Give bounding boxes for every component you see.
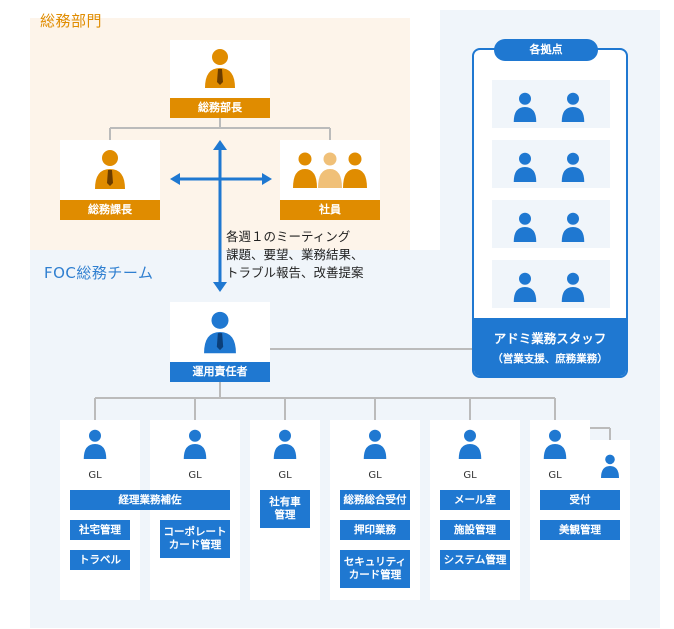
task-tag: コーポレート カード管理 bbox=[160, 520, 230, 558]
task-tag: 社有車 管理 bbox=[260, 490, 310, 528]
task-tag: 美観管理 bbox=[540, 520, 620, 540]
person-icon bbox=[513, 212, 537, 242]
soumu-title: 総務部門 bbox=[40, 12, 103, 30]
task-tag: 総務総合受付 bbox=[340, 490, 410, 510]
person-icon bbox=[363, 429, 387, 459]
admin-footer: アドミ業務スタッフ （営業支援、庶務業務） bbox=[474, 318, 626, 376]
person-icon bbox=[513, 272, 537, 302]
task-tag: セキュリティ カード管理 bbox=[340, 550, 410, 588]
soumu-head-card: 総務部長 bbox=[170, 40, 270, 118]
gl-label: GL bbox=[188, 470, 202, 481]
admin-staff-cell bbox=[492, 200, 610, 248]
person-icon bbox=[513, 92, 537, 122]
task-tag: トラベル bbox=[70, 550, 130, 570]
person-icon bbox=[183, 429, 207, 459]
foc-lead-card: 運用責任者 bbox=[170, 302, 270, 382]
task-tag: メール室 bbox=[440, 490, 510, 510]
gl-label: GL bbox=[368, 470, 382, 481]
soumu-staff-label: 社員 bbox=[280, 200, 380, 220]
group-icon bbox=[293, 152, 367, 188]
meeting-note-line: 各週１のミーティング bbox=[226, 229, 351, 244]
meeting-note: 各週１のミーティング 課題、要望、業務結果、 トラブル報告、改善提案 bbox=[226, 228, 364, 282]
person-icon bbox=[543, 429, 567, 459]
person-icon bbox=[561, 212, 585, 242]
meeting-note-line: 課題、要望、業務結果、 bbox=[226, 247, 364, 262]
admin-pill: 各拠点 bbox=[494, 39, 598, 61]
task-tag: 押印業務 bbox=[340, 520, 410, 540]
person-icon bbox=[458, 429, 482, 459]
person-icon bbox=[561, 152, 585, 182]
gl-label: GL bbox=[88, 470, 102, 481]
task-tag: システム管理 bbox=[440, 550, 510, 570]
task-tag: 受付 bbox=[540, 490, 620, 510]
person-icon bbox=[273, 429, 297, 459]
gl-label: GL bbox=[548, 470, 562, 481]
person-icon bbox=[204, 311, 236, 354]
group1-header: 経理業務補佐 bbox=[70, 490, 230, 510]
meeting-note-line: トラブル報告、改善提案 bbox=[226, 265, 364, 280]
task-tag: 施設管理 bbox=[440, 520, 510, 540]
person-icon bbox=[83, 429, 107, 459]
foc-lead-label: 運用責任者 bbox=[170, 362, 270, 382]
gl-label: GL bbox=[463, 470, 477, 481]
foc-title: FOC総務チーム bbox=[44, 264, 154, 282]
task-tag: 社宅管理 bbox=[70, 520, 130, 540]
person-icon bbox=[561, 92, 585, 122]
soumu-head-label: 総務部長 bbox=[170, 98, 270, 118]
person-icon bbox=[601, 454, 619, 478]
gl-label: GL bbox=[278, 470, 292, 481]
person-icon bbox=[513, 152, 537, 182]
admin-footer-sub: （営業支援、庶務業務） bbox=[492, 353, 608, 365]
admin-staff-cell bbox=[492, 80, 610, 128]
person-icon bbox=[95, 150, 125, 189]
admin-staff-cell bbox=[492, 260, 610, 308]
admin-footer-title: アドミ業務スタッフ bbox=[493, 331, 607, 346]
soumu-manager-card: 総務課長 bbox=[60, 140, 160, 220]
person-icon bbox=[205, 49, 235, 88]
person-icon bbox=[561, 272, 585, 302]
soumu-staff-card: 社員 bbox=[280, 140, 380, 220]
soumu-manager-label: 総務課長 bbox=[60, 200, 160, 220]
admin-staff-cell bbox=[492, 140, 610, 188]
